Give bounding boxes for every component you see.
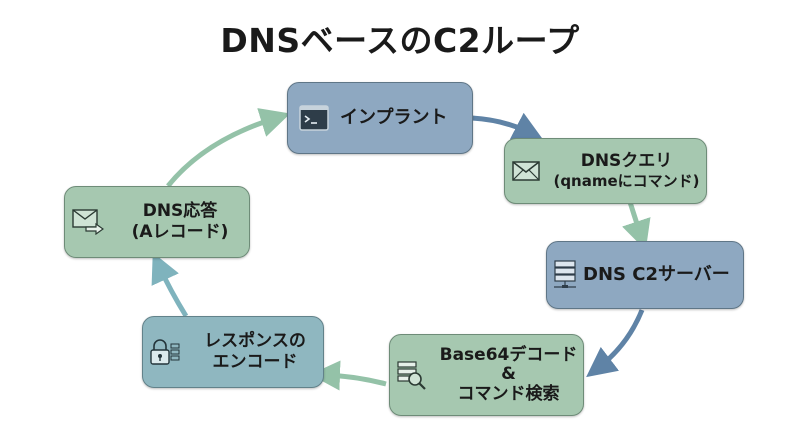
- arrow-response-to-implant: [166, 108, 291, 188]
- arrow-query-to-server: [622, 201, 651, 251]
- node-label: インプラント: [340, 107, 448, 129]
- arrow-implant-to-query: [471, 112, 544, 140]
- node-label: DNS C2サーバー: [583, 264, 730, 286]
- arrow-decode-to-encode: [310, 360, 387, 391]
- node-dns-query[interactable]: DNSクエリ (qnameにコマンド): [504, 138, 707, 204]
- node-decode-lookup[interactable]: Base64デコード & コマンド検索: [389, 334, 584, 416]
- arrow-encode-to-response: [151, 252, 189, 318]
- terminal-icon: [288, 105, 340, 131]
- node-dns-c2-server[interactable]: DNS C2サーバー: [546, 241, 744, 309]
- server-icon: [547, 260, 583, 290]
- node-implant[interactable]: インプラント: [287, 82, 473, 154]
- lock-icon: [143, 338, 187, 366]
- node-label: レスポンスの エンコード: [204, 331, 306, 372]
- envelope-arrow-icon: [65, 209, 111, 235]
- node-label: DNSクエリ (qnameにコマンド): [553, 151, 700, 191]
- node-label: DNS応答 (Aレコード): [131, 201, 229, 242]
- envelope-icon: [505, 161, 547, 181]
- arrow-server-to-decode: [586, 309, 645, 378]
- node-encode-response[interactable]: レスポンスの エンコード: [142, 316, 324, 388]
- node-dns-response[interactable]: DNS応答 (Aレコード): [64, 186, 250, 258]
- node-label: Base64デコード & コマンド検索: [439, 344, 578, 404]
- diagram-title: DNSベースのC2ループ: [220, 21, 580, 60]
- search-database-icon: [390, 358, 434, 392]
